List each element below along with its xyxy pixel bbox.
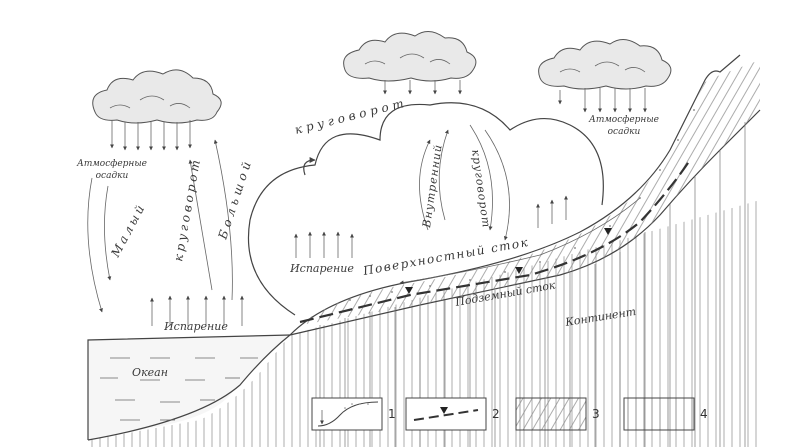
small-cycle-arrow-2	[104, 185, 112, 281]
groundwater-table	[299, 159, 691, 324]
inner-cycle-arrow-up-2	[438, 129, 449, 221]
legend-number-3: 3	[592, 407, 600, 421]
inner-cycle-arrow-down-1	[469, 124, 493, 231]
precip-right-label-1: Атмосферные	[588, 115, 659, 125]
precipitation-right	[558, 88, 647, 113]
legend-item-3: 3	[515, 397, 600, 431]
inner-cycle-arrow-down-2	[484, 129, 510, 241]
cloud-right	[538, 39, 672, 90]
cloud-middle	[343, 31, 477, 82]
precipitation-left	[110, 120, 192, 151]
legend-item-4: 4	[623, 397, 708, 431]
legend-item-2: 2	[405, 397, 500, 431]
ocean-waves	[100, 357, 258, 421]
inner-cycle-label-2: круговорот	[469, 149, 493, 229]
big-cycle-return-arrow	[303, 157, 316, 176]
surface-runoff-arrow	[399, 197, 641, 285]
diagonal-hatch-icon	[515, 397, 587, 431]
legend: 1 2 3 4	[311, 397, 708, 431]
ocean-evaporation-arrows	[150, 295, 244, 326]
small-cycle-arrow-4	[213, 139, 233, 301]
ocean-water	[88, 335, 290, 440]
soil-layer-icon	[317, 401, 379, 427]
legend-item-1: 1	[311, 397, 396, 431]
aquifer-hatch	[300, 60, 760, 325]
small-cycle-arrow-1	[87, 177, 103, 313]
evaporation-land-label: Испарение	[289, 262, 354, 275]
big-cycle-loop	[247, 102, 604, 316]
big-cycle-label-2: круговорот	[293, 95, 409, 137]
ocean-bottom	[87, 334, 291, 441]
vertical-hatch-icon	[623, 397, 695, 431]
ocean-label: Океан	[132, 366, 168, 379]
continent-surface	[289, 54, 741, 336]
surface-stipple	[349, 109, 695, 301]
small-cycle-arrow-3	[188, 159, 213, 291]
precip-right-label-2: осадки	[608, 127, 641, 137]
precipitation-middle	[383, 80, 462, 95]
small-cycle-label-1: Малый	[108, 200, 149, 260]
ocean-outline	[87, 334, 291, 440]
cloud-left	[92, 69, 222, 124]
water-level-markers	[405, 228, 612, 294]
legend-number-4: 4	[700, 407, 708, 421]
inner-cycle-arrow-up-1	[419, 139, 431, 231]
evaporation-ocean-label: Испарение	[163, 320, 228, 333]
groundwater-level-icon	[413, 407, 479, 421]
legend-number-2: 2	[492, 407, 500, 421]
legend-number-1: 1	[388, 407, 396, 421]
land-evaporation-arrows	[294, 195, 568, 258]
precip-left-label-2: осадки	[96, 171, 129, 181]
precip-left-label-1: Атмосферные	[76, 159, 147, 169]
